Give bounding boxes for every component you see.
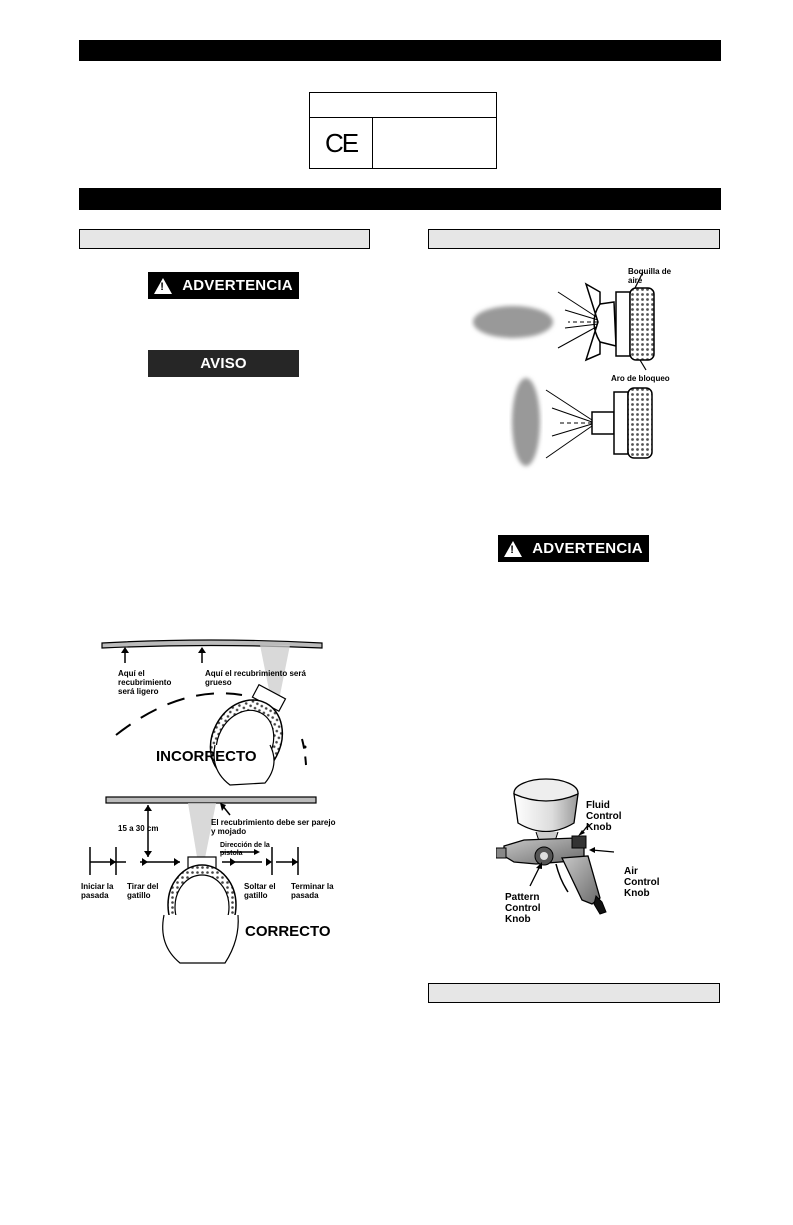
warning-icon: ! xyxy=(154,277,173,294)
lock-ring-top xyxy=(629,287,655,361)
air-control-knob xyxy=(593,895,607,915)
parejo-label: El recubrimiento debe ser parejo y mojad… xyxy=(211,818,336,836)
spray-cone-correct xyxy=(188,803,216,863)
spray-lines-top xyxy=(557,291,599,349)
subsection-header-left xyxy=(79,229,370,249)
correcto-label: CORRECTO xyxy=(245,923,331,940)
pass-arrows xyxy=(110,849,298,866)
terminar-label: Terminar la pasada xyxy=(291,882,334,900)
subsection-header-right-bottom xyxy=(428,983,720,1003)
air-cap-top xyxy=(584,282,617,362)
advertencia-text-2: ADVERTENCIA xyxy=(532,540,643,557)
aro-label: Aro de bloqueo xyxy=(611,374,670,383)
section-header-bar-2 xyxy=(79,188,721,210)
hand-incorrect xyxy=(213,744,275,786)
tirar-label: Tirar del gatillo xyxy=(127,882,159,900)
air-cap-bottom xyxy=(591,411,615,435)
aviso-label: AVISO xyxy=(148,350,299,377)
spray-gun-diagram xyxy=(496,778,615,915)
paint-cup xyxy=(513,792,579,833)
ligero-label: Aquí el recubrimiento será ligero xyxy=(118,669,172,696)
fluid-control-knob xyxy=(571,835,587,849)
air-cap-diagram xyxy=(473,271,655,466)
iniciar-label: Iniciar la pasada xyxy=(81,882,114,900)
warning-icon: ! xyxy=(504,540,523,557)
grueso-label: Aquí el recubrimiento será grueso xyxy=(205,669,306,687)
certification-table: CE xyxy=(309,92,497,169)
advertencia-label-2: ! ADVERTENCIA xyxy=(498,535,649,562)
advertencia-text: ADVERTENCIA xyxy=(182,277,293,294)
ce-mark-icon: CE xyxy=(310,118,373,168)
section-header-bar xyxy=(79,40,721,61)
certification-table-header xyxy=(310,93,496,118)
advertencia-label: ! ADVERTENCIA xyxy=(148,272,299,299)
lock-ring-bottom xyxy=(627,387,653,459)
direccion-label: Dirección de la pistola xyxy=(220,842,270,857)
incorrecto-label: INCORRECTO xyxy=(156,748,257,765)
spray-pattern-vertical xyxy=(512,378,540,466)
spray-pattern-horizontal xyxy=(473,306,553,338)
gun-handle xyxy=(561,855,601,905)
pattern-knob-label: Pattern Control Knob xyxy=(505,892,541,925)
boquilla-label: Boquilla de aire xyxy=(628,267,672,285)
aviso-text: AVISO xyxy=(200,355,247,372)
soltar-label: Soltar el gatillo xyxy=(244,882,276,900)
pass-line xyxy=(89,847,299,875)
arc-path xyxy=(115,692,243,736)
trigger xyxy=(555,863,569,893)
subsection-header-right xyxy=(428,229,720,249)
surface-flat xyxy=(105,796,317,804)
fluid-knob-label: Fluid Control Knob xyxy=(586,800,622,833)
spray-cone-incorrect xyxy=(260,645,290,720)
air-knob-label: Air Control Knob xyxy=(624,866,660,899)
hand-correct xyxy=(162,914,239,964)
distancia-label: 15 a 30 cm xyxy=(118,824,159,833)
spray-lines-bottom xyxy=(545,389,593,459)
technique-diagram xyxy=(89,639,323,964)
